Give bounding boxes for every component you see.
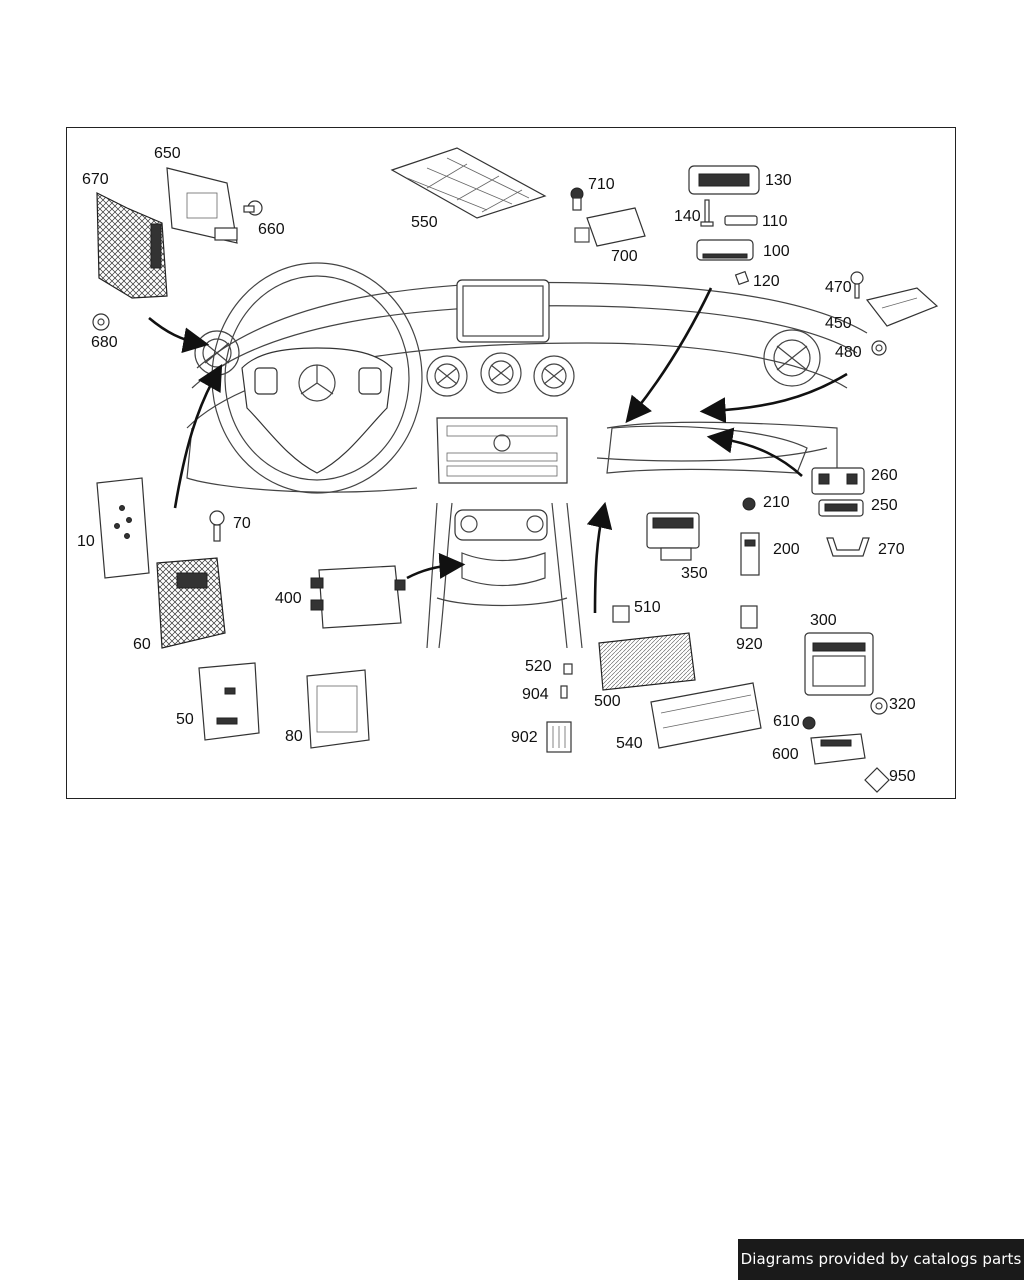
part-210-nut <box>742 497 756 511</box>
part-920-connector <box>740 605 758 629</box>
part-60-mesh-bracket <box>156 557 226 649</box>
callout-270: 270 <box>878 541 905 558</box>
part-300-module <box>804 632 874 696</box>
part-610-nut <box>802 716 816 730</box>
callout-540: 540 <box>616 735 643 752</box>
part-650-module <box>166 167 238 244</box>
part-700-module <box>574 207 646 247</box>
part-904-fuse <box>560 685 568 699</box>
callout-210: 210 <box>763 494 790 511</box>
part-500-fuse-block <box>598 632 696 691</box>
callout-450: 450 <box>825 315 852 332</box>
callout-950: 950 <box>889 768 916 785</box>
callout-650: 650 <box>154 145 181 162</box>
part-260-switch <box>811 467 865 495</box>
leader-arrows <box>148 287 848 614</box>
callout-70: 70 <box>233 515 251 532</box>
callout-904: 904 <box>522 686 549 703</box>
callout-300: 300 <box>810 612 837 629</box>
callout-670: 670 <box>82 171 109 188</box>
footer-credit-badge: Diagrams provided by catalogs parts <box>738 1239 1024 1280</box>
part-550-mat <box>390 147 547 219</box>
part-600-module <box>810 733 866 765</box>
callout-120: 120 <box>753 273 780 290</box>
part-470-screw <box>850 271 864 299</box>
part-200-sensor <box>740 532 760 576</box>
part-120-clip <box>734 270 750 286</box>
callout-700: 700 <box>611 248 638 265</box>
callout-520: 520 <box>525 658 552 675</box>
part-902-connector <box>546 721 572 753</box>
part-50-module <box>198 662 260 741</box>
callout-610: 610 <box>773 713 800 730</box>
part-110-strip <box>724 215 758 226</box>
part-320-nut <box>870 697 888 715</box>
callout-80: 80 <box>285 728 303 745</box>
center-air-vents <box>426 352 575 397</box>
callout-500: 500 <box>594 693 621 710</box>
part-400-module <box>310 565 406 629</box>
part-540-fuse-box <box>650 682 762 749</box>
dashboard-parts-illustration <box>92 147 939 793</box>
callout-480: 480 <box>835 344 862 361</box>
center-display <box>456 279 550 343</box>
callout-100: 100 <box>763 243 790 260</box>
callout-110: 110 <box>762 213 788 230</box>
callout-50: 50 <box>176 711 194 728</box>
callout-600: 600 <box>772 746 799 763</box>
part-250-switch <box>818 499 864 517</box>
steering-wheel <box>211 262 423 494</box>
part-710-nut <box>570 187 584 211</box>
part-70-bolt <box>209 510 225 542</box>
callout-140: 140 <box>674 208 701 225</box>
callout-470: 470 <box>825 279 852 296</box>
part-140-screw <box>700 199 714 227</box>
part-950-clip <box>864 767 890 793</box>
part-130-switch-panel <box>688 165 760 195</box>
right-air-vent <box>763 329 821 387</box>
part-520-fuse <box>563 663 573 675</box>
callout-200: 200 <box>773 541 800 558</box>
callout-510: 510 <box>634 599 661 616</box>
part-450-module <box>865 287 939 327</box>
part-680-nut <box>92 313 110 331</box>
part-270-bracket <box>826 537 870 557</box>
part-510-relay <box>612 605 630 623</box>
callout-320: 320 <box>889 696 916 713</box>
part-350-module <box>646 512 700 561</box>
callout-250: 250 <box>871 497 898 514</box>
callout-710: 710 <box>588 176 615 193</box>
callout-660: 660 <box>258 221 285 238</box>
part-80-module <box>306 669 370 749</box>
part-660-bolt <box>243 200 263 216</box>
part-100-bezel <box>696 239 754 261</box>
part-480-grommet <box>871 340 887 356</box>
callout-902: 902 <box>511 729 538 746</box>
part-10-bracket <box>96 477 150 579</box>
part-670-mesh-panel <box>96 192 168 299</box>
callout-10: 10 <box>77 533 95 550</box>
diagram-frame: 650 670 660 680 550 710 700 130 140 110 … <box>66 127 956 799</box>
callout-550: 550 <box>411 214 438 231</box>
callout-400: 400 <box>275 590 302 607</box>
callout-60: 60 <box>133 636 151 653</box>
dashboard-drawing <box>186 262 868 649</box>
callout-350: 350 <box>681 565 708 582</box>
callout-130: 130 <box>765 172 792 189</box>
callout-260: 260 <box>871 467 898 484</box>
callout-920: 920 <box>736 636 763 653</box>
center-console-unit <box>436 417 568 484</box>
callout-680: 680 <box>91 334 118 351</box>
